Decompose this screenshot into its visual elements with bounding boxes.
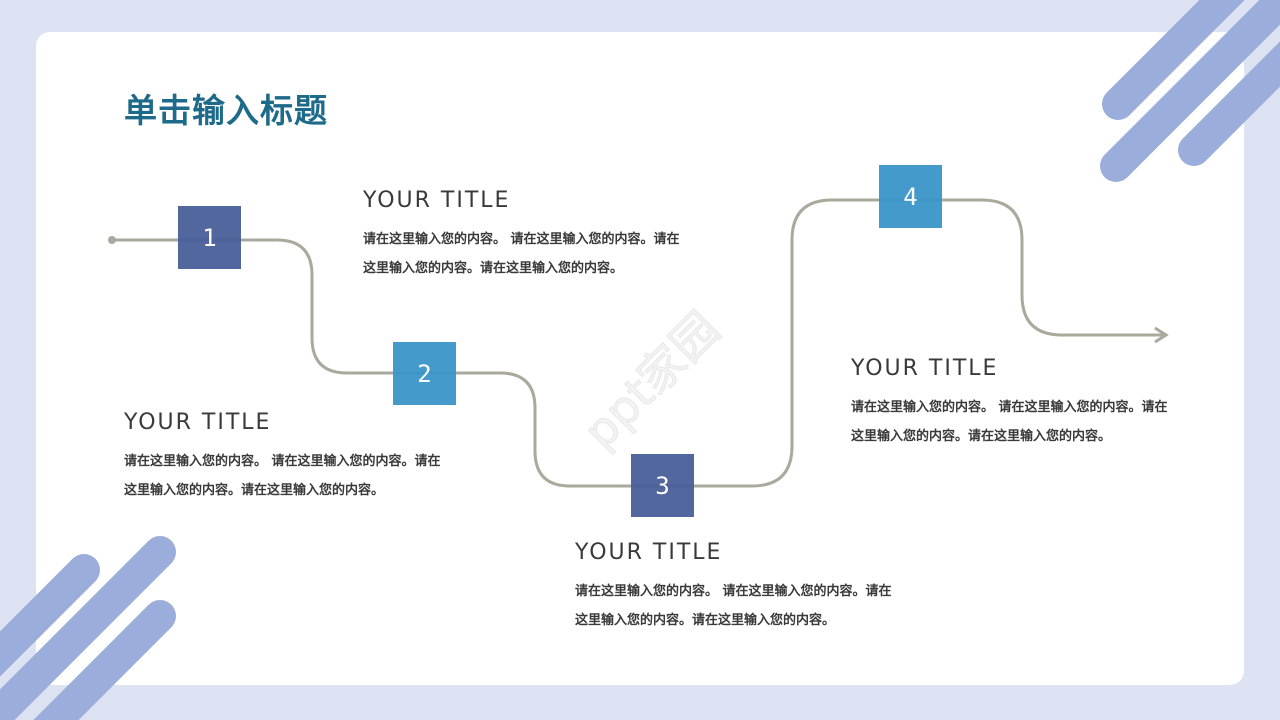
step-3-body[interactable]: 请在这里输入您的内容。 请在这里输入您的内容。请在这里输入您的内容。请在这里输入… xyxy=(575,584,892,628)
page-title[interactable]: 单击输入标题 xyxy=(124,91,328,130)
path-start-dot xyxy=(108,236,116,244)
step-4-box[interactable]: 4 xyxy=(879,165,942,228)
step-1-title[interactable]: YOUR TITLE xyxy=(124,410,272,435)
step-2-body[interactable]: 请在这里输入您的内容。 请在这里输入您的内容。请在这里输入您的内容。请在这里输入… xyxy=(363,232,680,276)
step-3-box[interactable]: 3 xyxy=(631,454,694,517)
step-4-title[interactable]: YOUR TITLE xyxy=(851,356,999,381)
step-2-box[interactable]: 2 xyxy=(393,342,456,405)
step-2-number: 2 xyxy=(417,359,432,388)
step-1-text-block: YOUR TITLE 请在这里输入您的内容。 请在这里输入您的内容。请在这里输入… xyxy=(124,410,444,505)
step-2-title[interactable]: YOUR TITLE xyxy=(363,188,511,213)
step-4-text-block: YOUR TITLE 请在这里输入您的内容。 请在这里输入您的内容。请在这里输入… xyxy=(851,356,1171,451)
step-3-number: 3 xyxy=(655,471,670,500)
step-1-body[interactable]: 请在这里输入您的内容。 请在这里输入您的内容。请在这里输入您的内容。请在这里输入… xyxy=(124,454,441,498)
step-1-number: 1 xyxy=(202,223,217,252)
slide-card xyxy=(36,32,1244,685)
step-4-body[interactable]: 请在这里输入您的内容。 请在这里输入您的内容。请在这里输入您的内容。请在这里输入… xyxy=(851,400,1168,444)
step-1-box[interactable]: 1 xyxy=(178,206,241,269)
step-4-number: 4 xyxy=(903,182,918,211)
step-2-text-block: YOUR TITLE 请在这里输入您的内容。 请在这里输入您的内容。请在这里输入… xyxy=(363,188,683,283)
step-3-title[interactable]: YOUR TITLE xyxy=(575,540,723,565)
step-3-text-block: YOUR TITLE 请在这里输入您的内容。 请在这里输入您的内容。请在这里输入… xyxy=(575,540,895,635)
